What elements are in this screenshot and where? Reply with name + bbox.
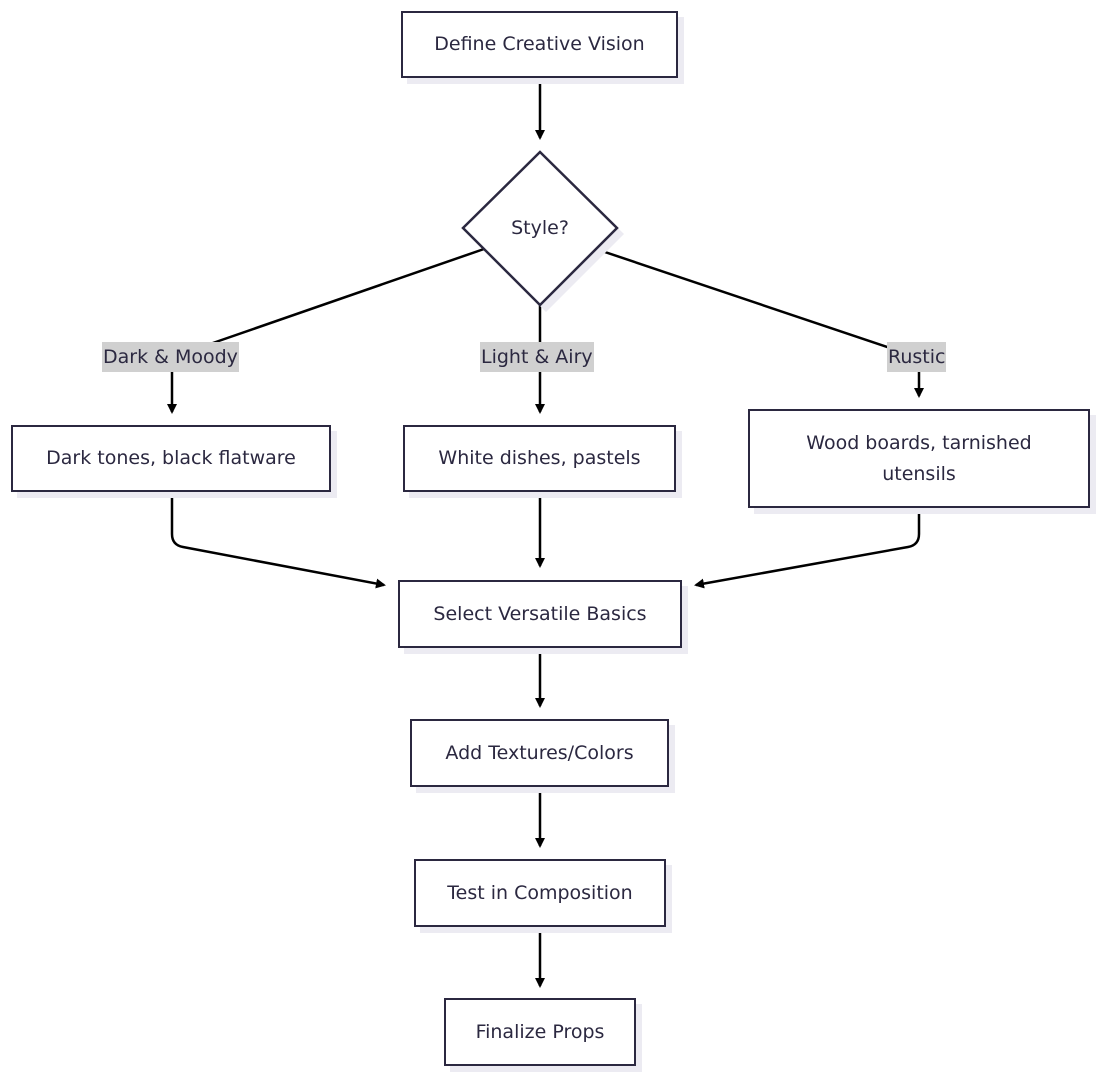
node-white-dishes: White dishes, pastels [403,425,676,492]
edge-style-to-rustic-label [595,247,891,350]
node-wood-boards-label-line1: Wood boards, tarnished [806,431,1032,454]
node-wood-boards: Wood boards, tarnished utensils [748,409,1090,508]
edge-label-rustic: Rustic [887,342,947,372]
node-add-textures-colors: Add Textures/Colors [410,719,669,787]
node-test-in-composition-label: Test in Composition [447,881,633,904]
node-finalize-props: Finalize Props [444,998,636,1066]
edge-label-dark-moody: Dark & Moody [102,342,239,372]
edge-style-to-dark-label [209,247,485,346]
node-define-creative-vision-label: Define Creative Vision [434,33,645,55]
node-wood-boards-label-line2: utensils [882,462,956,485]
edge-dark-to-select [170,492,386,589]
edge-rustic-to-select [694,508,921,589]
node-select-versatile-basics: Select Versatile Basics [398,580,682,648]
node-test-in-composition: Test in Composition [414,859,666,927]
style-decision-diamond [461,150,619,307]
node-select-versatile-basics-label: Select Versatile Basics [433,602,647,625]
node-dark-tones: Dark tones, black flatware [11,425,331,492]
node-add-textures-colors-label: Add Textures/Colors [445,741,634,764]
style-decision-label: Style? [511,217,569,239]
edge-label-light-airy: Light & Airy [480,342,594,372]
node-white-dishes-label: White dishes, pastels [438,447,641,469]
node-define-creative-vision: Define Creative Vision [401,11,678,78]
node-dark-tones-label: Dark tones, black flatware [46,447,296,469]
node-finalize-props-label: Finalize Props [475,1020,605,1043]
